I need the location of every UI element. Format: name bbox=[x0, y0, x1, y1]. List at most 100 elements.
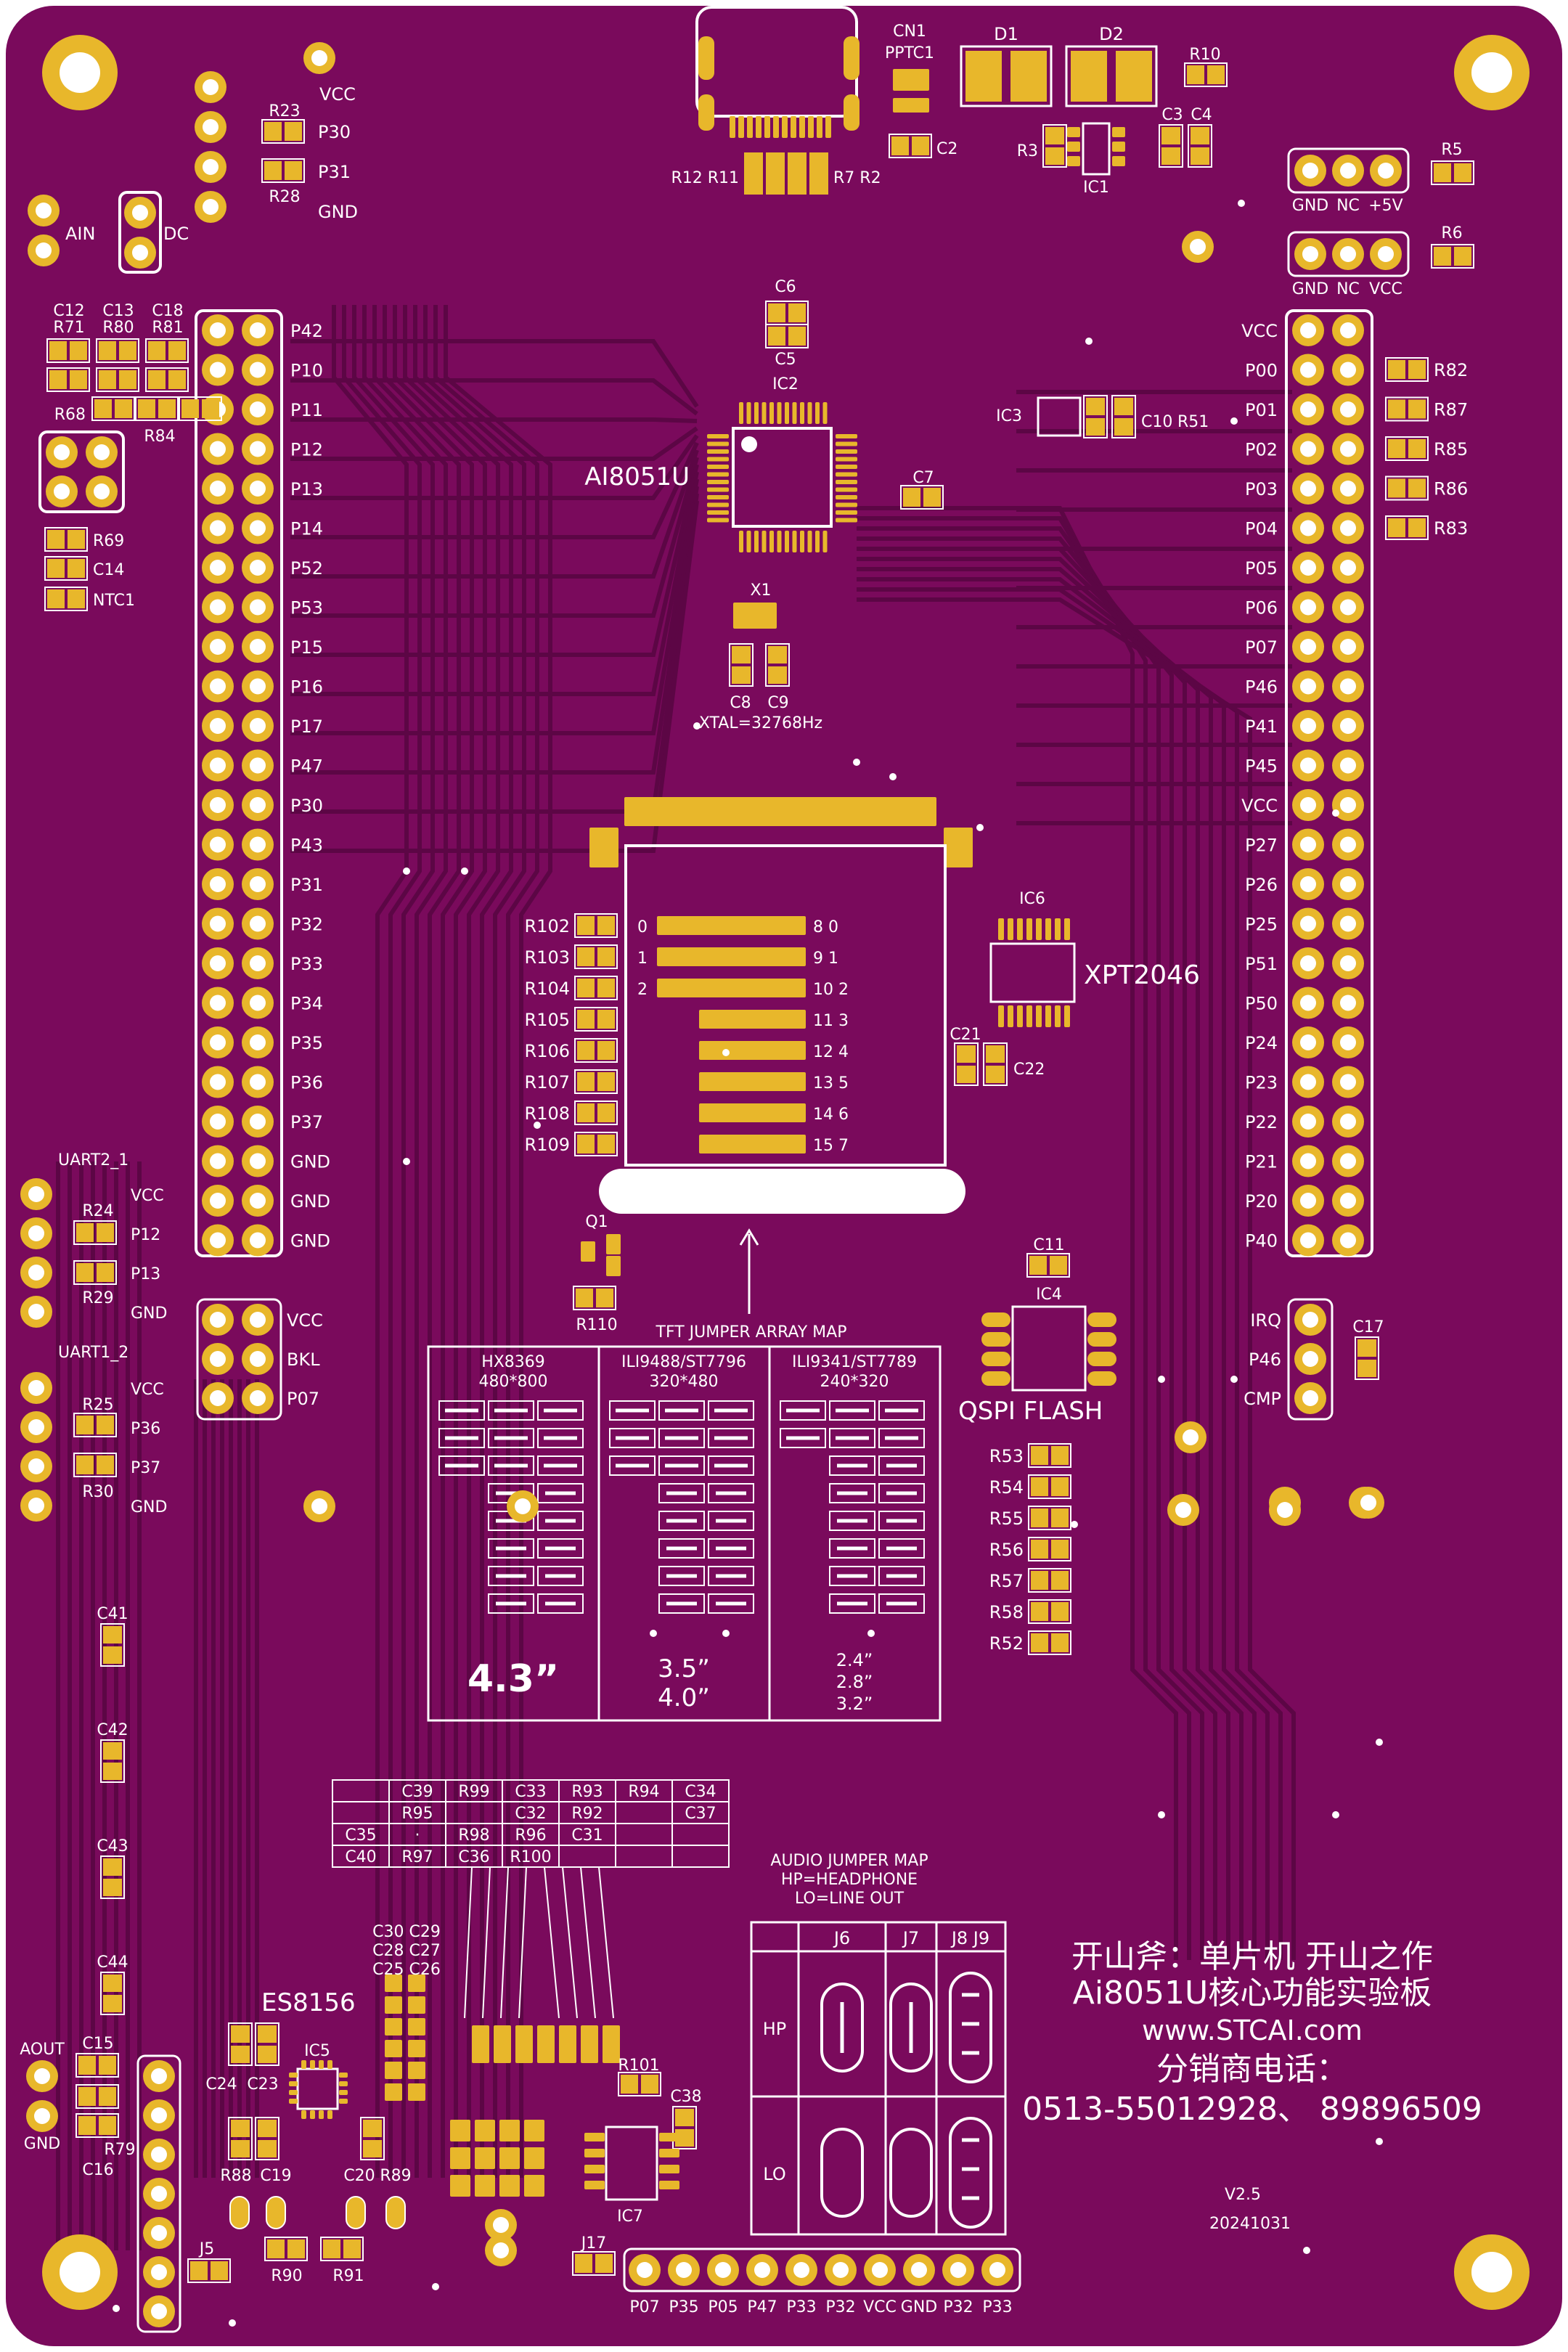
label-aout: AOUT bbox=[20, 2041, 65, 2059]
via bbox=[113, 2305, 120, 2312]
label-d2: D2 bbox=[1099, 24, 1124, 44]
left-smd-pair bbox=[91, 396, 135, 421]
codec-pin bbox=[327, 2060, 332, 2069]
ic1-outline bbox=[1082, 122, 1111, 176]
uart2-label: GND bbox=[131, 1304, 167, 1323]
right-header-label: P04 bbox=[1245, 519, 1278, 539]
cap-label: C18 bbox=[152, 302, 183, 320]
irq-pin bbox=[1294, 1304, 1326, 1336]
tft-map-jumper bbox=[878, 1538, 925, 1559]
left-header-pin bbox=[202, 1066, 234, 1098]
audio-jumper-hp bbox=[820, 1983, 864, 2073]
resistor-r5x bbox=[1028, 1474, 1071, 1499]
tft-map-jumper bbox=[537, 1538, 584, 1559]
ain-pin bbox=[28, 195, 60, 226]
tft-jumper-pad bbox=[699, 1072, 806, 1091]
via bbox=[1332, 809, 1339, 817]
test-point bbox=[1269, 1494, 1301, 1526]
label-r84: R84 bbox=[144, 428, 175, 446]
codec-cap-pad bbox=[408, 2083, 425, 2101]
info-line-3: www.STCAI.com bbox=[1142, 2014, 1363, 2046]
right-header-label: P27 bbox=[1245, 836, 1278, 856]
left-header-pin bbox=[242, 354, 274, 386]
tft-resistor bbox=[574, 1069, 618, 1094]
via bbox=[693, 722, 701, 730]
mcu-pin bbox=[836, 495, 857, 499]
label-c7: C7 bbox=[912, 469, 934, 487]
bkl-pin bbox=[242, 1343, 274, 1375]
tft-size-4-3: 4.3” bbox=[467, 1657, 559, 1701]
resistor-r101 bbox=[618, 2072, 661, 2096]
resistor-r23 bbox=[261, 119, 305, 144]
left-header-pin bbox=[202, 1145, 234, 1177]
ic1-pad bbox=[1067, 127, 1080, 137]
test-point bbox=[1182, 231, 1214, 263]
resistor-r10 bbox=[1184, 62, 1228, 87]
mcu-outline bbox=[732, 427, 833, 528]
tft-map-jumper bbox=[708, 1483, 754, 1503]
tft-map-title: TFT JUMPER ARRAY MAP bbox=[656, 1323, 847, 1342]
left-header-label: P33 bbox=[290, 954, 323, 974]
bottom-header-label: VCC bbox=[863, 2298, 897, 2316]
audio-table-cell: · bbox=[415, 1826, 420, 1845]
audio-smd-pad bbox=[499, 2175, 520, 2197]
codec-pin bbox=[339, 2081, 348, 2086]
jumper-label: NC bbox=[1336, 280, 1360, 298]
label-r3: R3 bbox=[1017, 142, 1038, 160]
label-r10: R10 bbox=[1189, 46, 1220, 64]
right-resistor bbox=[1385, 396, 1429, 422]
right-header-pin bbox=[1332, 947, 1364, 979]
dc-pin bbox=[124, 237, 156, 269]
audio-smd-pad bbox=[472, 2025, 489, 2063]
right-header-pin bbox=[1292, 1066, 1324, 1098]
tft-map-jumper bbox=[708, 1455, 754, 1476]
tft-map-jumper bbox=[708, 1593, 754, 1614]
mcu-pin bbox=[836, 487, 857, 492]
fpc-anchor-pad bbox=[944, 828, 973, 867]
right-resistor-label: R83 bbox=[1434, 518, 1468, 539]
label-ic7: IC7 bbox=[617, 2208, 643, 2226]
cap-c22 bbox=[983, 1042, 1008, 1086]
xpt-pin bbox=[1055, 918, 1061, 940]
q1-pad bbox=[606, 1256, 621, 1276]
tft-map-driver: ILI9488/ST7796 bbox=[621, 1353, 746, 1371]
label-p31: P31 bbox=[318, 162, 351, 182]
components bbox=[20, 6, 1474, 2333]
label-r110: R110 bbox=[576, 1316, 617, 1334]
right-header-label: P22 bbox=[1245, 1112, 1278, 1132]
xpt2046-outline bbox=[989, 942, 1076, 1003]
left-header-pin bbox=[242, 987, 274, 1019]
mcu-pin bbox=[836, 472, 857, 477]
audio-jack-pad bbox=[229, 2196, 250, 2229]
left-header-pin bbox=[242, 1224, 274, 1257]
irq-label: CMP bbox=[1244, 1389, 1281, 1409]
bottom-header-label: P07 bbox=[629, 2298, 659, 2316]
audio-smd-pad bbox=[499, 2120, 520, 2141]
left-header-pin bbox=[202, 1185, 234, 1217]
bottom-header-label: P47 bbox=[747, 2298, 777, 2316]
audio-smd-pad bbox=[537, 2025, 555, 2063]
ic3-outline bbox=[1037, 396, 1082, 437]
right-header-pin bbox=[1292, 354, 1324, 386]
left-smd-pair bbox=[145, 338, 189, 363]
left-header-pin bbox=[242, 1185, 274, 1217]
left-header-pin bbox=[242, 710, 274, 742]
label-r28: R28 bbox=[269, 188, 300, 206]
bkl-pin bbox=[202, 1304, 234, 1336]
cap-c7 bbox=[900, 485, 944, 510]
usb-pin-pad bbox=[808, 116, 814, 138]
mcu-pin bbox=[769, 531, 774, 552]
label-cn1: CN1 bbox=[893, 23, 926, 41]
irq-label: IRQ bbox=[1250, 1310, 1281, 1331]
label-c16: C16 bbox=[82, 2161, 113, 2179]
tft-map-jumper bbox=[708, 1566, 754, 1586]
audio-table-cell: R99 bbox=[458, 1783, 489, 1801]
tft-map-jumper bbox=[438, 1400, 485, 1421]
audio-jumper-lo bbox=[889, 2128, 933, 2218]
tft-size-3-5: 3.5” bbox=[658, 1654, 710, 1683]
codec-outline bbox=[296, 2067, 339, 2110]
left-header-pin bbox=[202, 314, 234, 346]
resistor-pad bbox=[766, 152, 785, 195]
tft-map-jumper bbox=[878, 1455, 925, 1476]
